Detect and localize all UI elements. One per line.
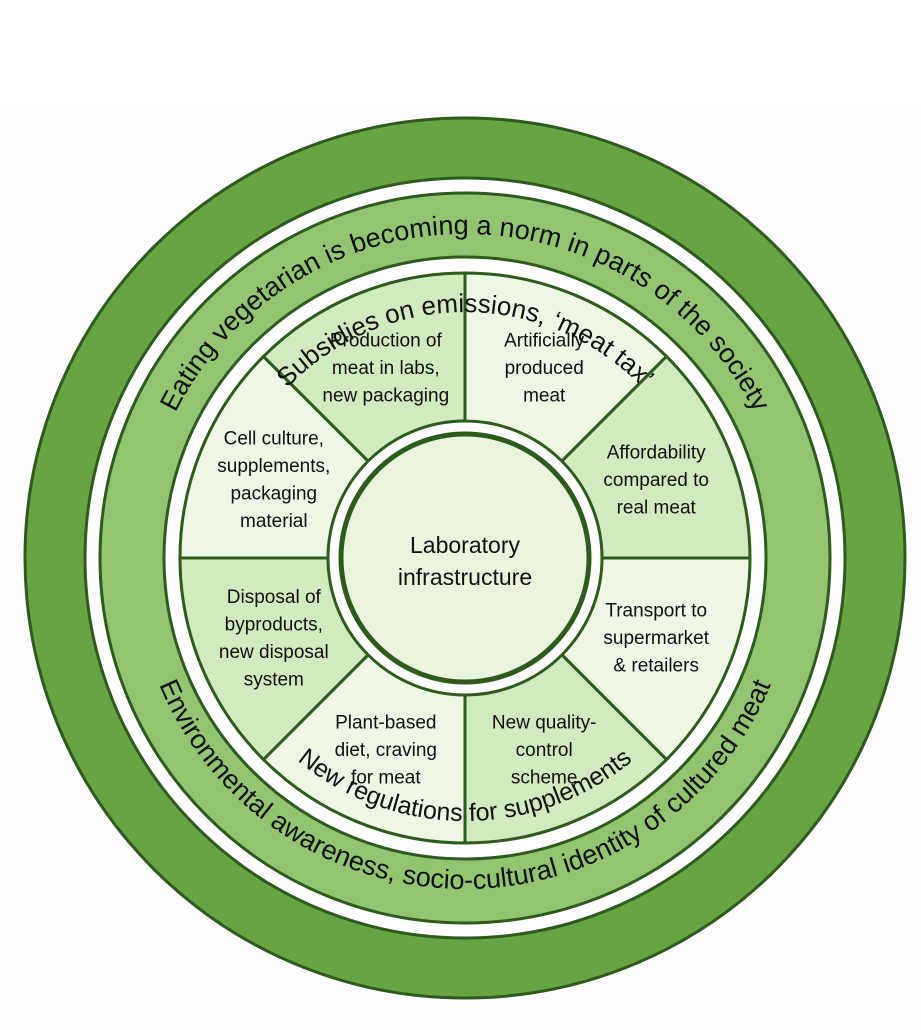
segment-6-line-4: system — [244, 670, 304, 691]
segment-3-line-3: & retailers — [613, 656, 699, 677]
segment-7-line-1: Cell culture, — [224, 429, 324, 450]
segment-label-4: New quality-control scheme — [492, 713, 597, 789]
segment-7-line-4: material — [240, 511, 308, 532]
segment-6-line-2: byproducts, — [225, 615, 323, 636]
segment-5-line-2: diet, craving — [335, 740, 437, 761]
segment-8-line-3: new packaging — [322, 385, 449, 406]
segment-2-line-3: real meat — [617, 497, 697, 518]
segment-6-line-1: Disposal of — [227, 587, 322, 608]
segment-3-line-1: Transport to — [605, 601, 707, 622]
segment-1-line-1: Artificially — [504, 330, 585, 351]
segment-7-line-3: packaging — [230, 484, 317, 505]
segment-4-line-3: scheme — [511, 768, 578, 789]
center-circle — [338, 431, 592, 685]
segment-label-5: Plant-based diet, craving for meat — [335, 713, 437, 789]
segment-2-line-1: Affordability — [607, 442, 706, 463]
segment-2-line-2: compared to — [603, 470, 709, 491]
top-blank-band — [0, 0, 921, 107]
segment-6-line-3: new disposal — [219, 642, 329, 663]
segment-8-line-1: Production of — [330, 330, 443, 351]
segment-1-line-2: produced — [505, 358, 584, 379]
segment-1-line-3: meat — [523, 385, 566, 406]
segment-label-7: Cell culture, supplements, packaging materi… — [217, 429, 330, 533]
center-label-line-2: infrastructure — [398, 564, 532, 590]
segment-4-line-1: New quality- — [492, 713, 597, 734]
segment-4-line-2: control — [516, 740, 573, 761]
segment-label-2: Affordability compared to real meat — [603, 442, 709, 518]
segment-7-line-2: supplements, — [217, 456, 330, 477]
segment-3-line-2: supermarket — [603, 628, 709, 649]
segment-label-8: Production of meat in labs, new packaging — [322, 330, 449, 406]
segment-label-3: Transport to supermarket & retailers — [603, 601, 709, 677]
segment-5-line-1: Plant-based — [335, 713, 436, 734]
segment-5-line-3: for meat — [351, 768, 421, 789]
segment-label-1: Artificially produced meat — [504, 330, 585, 406]
center-label-line-1: Laboratory — [410, 532, 520, 558]
segment-8-line-2: meat in labs, — [332, 358, 440, 379]
segment-label-6: Disposal of byproducts, new disposal system — [219, 587, 329, 691]
